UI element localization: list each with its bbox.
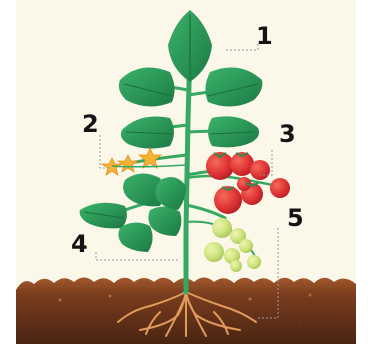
- label-4: 4: [71, 230, 88, 258]
- label-5: 5: [287, 204, 304, 232]
- label-2: 2: [82, 110, 99, 138]
- label-1: 1: [256, 22, 273, 50]
- label-3: 3: [279, 120, 296, 148]
